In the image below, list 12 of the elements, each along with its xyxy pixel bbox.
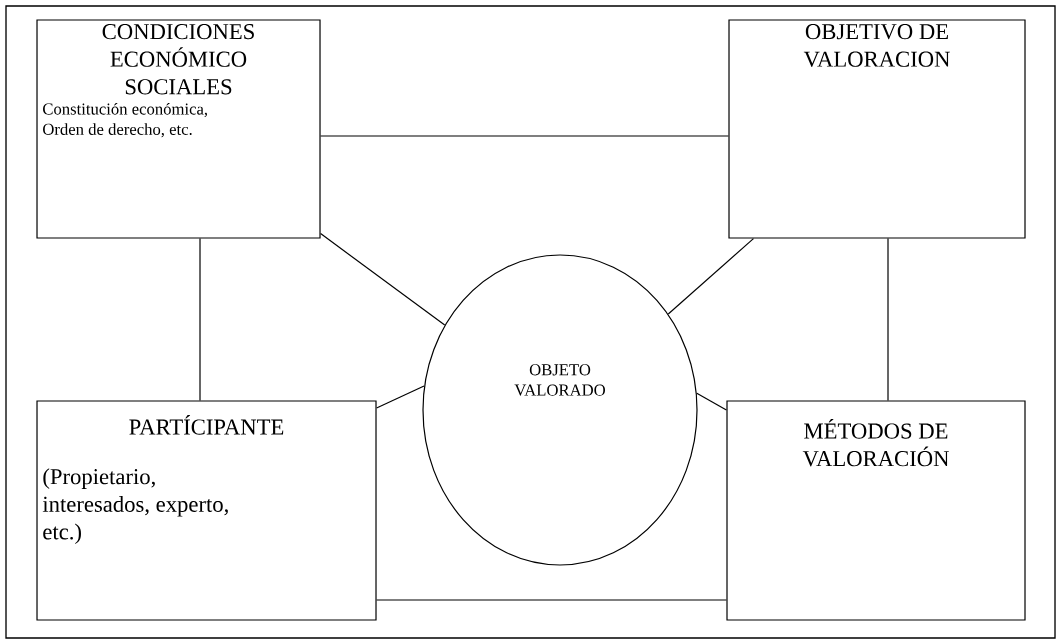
connector-line bbox=[696, 392, 727, 411]
connector-line bbox=[320, 233, 446, 326]
connector-line bbox=[376, 599, 727, 601]
connector-line bbox=[376, 385, 425, 409]
concept-box: OBJETIVO DE VALORACION bbox=[728, 19, 1026, 239]
connector-line bbox=[887, 238, 889, 401]
connector-line bbox=[320, 135, 729, 137]
connector-line bbox=[667, 238, 755, 315]
concept-box: CONDICIONES ECONÓMICO SOCIALES Constitución económica, Orden de derecho, etc. bbox=[36, 19, 321, 239]
concept-box: PARTÍCIPANTE (Propietario, interesados, experto, etc.) bbox=[36, 400, 377, 621]
connector-line bbox=[199, 238, 201, 401]
concept-box: MÉTODOS DE VALORACIÓN bbox=[726, 400, 1026, 621]
